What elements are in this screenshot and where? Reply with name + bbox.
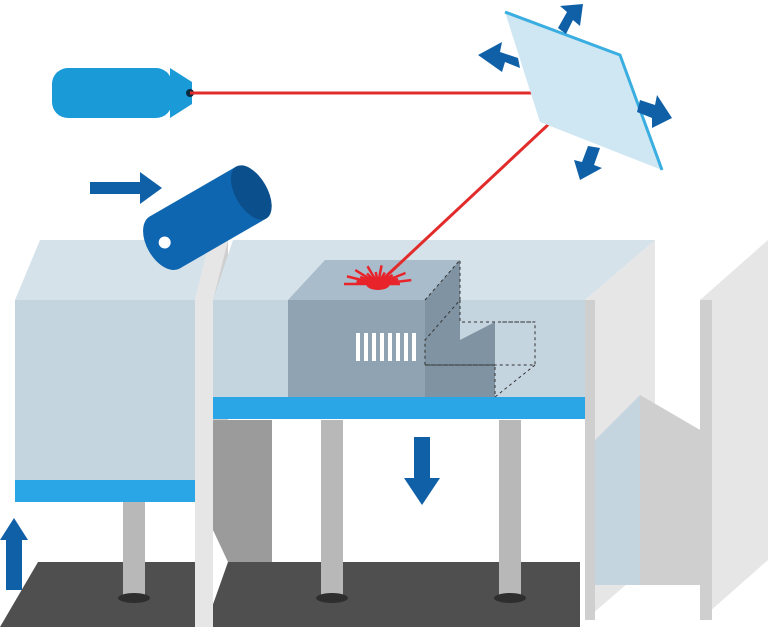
lead-screws — [118, 420, 526, 603]
build-chamber — [213, 240, 655, 419]
lead-screw-left — [118, 502, 150, 603]
recoater-roller — [143, 165, 272, 270]
part-slot — [412, 333, 416, 361]
mirror-arrow-top-icon — [558, 4, 583, 34]
lead-screw-right — [494, 420, 526, 603]
mirror-arrow-bottom-icon — [574, 146, 602, 180]
lead-screw-middle — [316, 420, 348, 603]
supply-platform — [15, 480, 195, 502]
floor-middle — [205, 562, 580, 627]
powder-supply-chamber — [15, 240, 210, 502]
supply-powder-front — [15, 300, 195, 480]
melt-pool — [344, 265, 412, 290]
part-slot — [356, 333, 360, 361]
mirror-arrow-left-icon — [478, 42, 520, 72]
floor-left — [0, 562, 205, 627]
part-slot — [372, 333, 376, 361]
part-slots — [356, 333, 416, 361]
scanning-mirror — [504, 10, 664, 171]
floor — [0, 562, 580, 627]
part-slot — [388, 333, 392, 361]
part-slot — [396, 333, 400, 361]
arrow-right-icon — [90, 172, 162, 204]
part-slot — [380, 333, 384, 361]
motion-arrows — [0, 4, 672, 590]
melt-pool-core — [366, 278, 390, 290]
build-platform — [213, 397, 585, 419]
overflow-chamber — [585, 240, 768, 620]
outer-wall — [700, 240, 768, 620]
mirror-arrow-right-icon — [637, 95, 672, 128]
arrow-up-icon — [0, 518, 28, 590]
arrow-down-icon — [404, 437, 440, 505]
part-slot — [404, 333, 408, 361]
laser-source — [52, 68, 194, 118]
part-slot — [364, 333, 368, 361]
